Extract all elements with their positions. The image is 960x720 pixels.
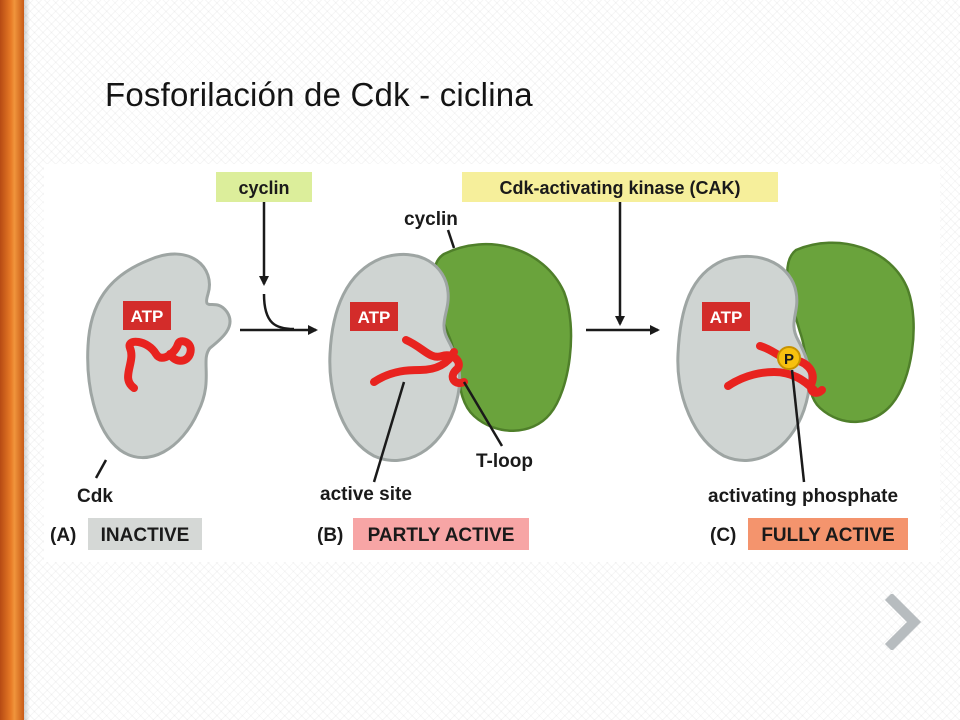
active-site-pointer bbox=[372, 381, 406, 483]
next-slide-button[interactable] bbox=[884, 592, 924, 652]
panel-b: ATP active site T-loop cyclin bbox=[320, 209, 573, 505]
state-box-a bbox=[88, 518, 202, 550]
atp-label-a: ATP bbox=[131, 307, 164, 326]
cyclin-label-b: cyclin bbox=[404, 209, 458, 230]
step-letter-a: (A) bbox=[50, 525, 76, 546]
panel-c: ATP P activating phosphate bbox=[676, 241, 915, 507]
side-accent-bar bbox=[0, 0, 24, 720]
step-letter-c: (C) bbox=[710, 525, 736, 546]
phosphate-pointer bbox=[790, 369, 806, 483]
phosphate-p-label: P bbox=[784, 351, 794, 368]
panel-a: ATP Cdk bbox=[77, 252, 232, 507]
t-loop-c bbox=[724, 342, 826, 397]
atp-box-a bbox=[123, 301, 171, 330]
state-text-c: FULLY ACTIVE bbox=[761, 525, 894, 546]
active-site-label: active site bbox=[320, 484, 412, 505]
cyclin-merge-curve bbox=[262, 293, 295, 331]
state-label-b: (B) PARTLY ACTIVE bbox=[317, 518, 529, 550]
chevron-right-icon bbox=[884, 592, 922, 652]
atp-label-b: ATP bbox=[358, 308, 391, 327]
step-letter-b: (B) bbox=[317, 525, 343, 546]
state-box-b bbox=[353, 518, 529, 550]
phosphate-circle bbox=[777, 346, 801, 370]
atp-box-c bbox=[702, 302, 750, 331]
tloop-label: T-loop bbox=[476, 451, 533, 472]
cyclin-input-label: cyclin bbox=[238, 178, 289, 198]
state-box-c bbox=[748, 518, 908, 550]
state-text-a: INACTIVE bbox=[101, 525, 190, 546]
cdk-cyclin-diagram: ATP Cdk cyclin ATP active site T-loop cy… bbox=[44, 164, 940, 562]
state-label-c: (C) FULLY ACTIVE bbox=[710, 518, 908, 550]
atp-label-c: ATP bbox=[710, 308, 743, 327]
cyclin-pointer bbox=[446, 229, 456, 249]
cdk-pointer-line bbox=[94, 459, 108, 479]
cak-input-box bbox=[462, 172, 778, 202]
cyclin-protein-b bbox=[432, 242, 573, 432]
t-loop-b bbox=[370, 336, 468, 387]
cyclin-input-box bbox=[216, 172, 312, 202]
slide-title: Fosforilación de Cdk - ciclina bbox=[105, 76, 533, 113]
t-loop-a bbox=[124, 337, 195, 392]
atp-box-b bbox=[350, 302, 398, 331]
state-label-a: (A) INACTIVE bbox=[50, 518, 202, 550]
cdk-label: Cdk bbox=[77, 486, 113, 507]
step-1-arrow: cyclin bbox=[216, 172, 318, 335]
side-accent-shadow bbox=[24, 0, 30, 720]
state-text-b: PARTLY ACTIVE bbox=[368, 525, 515, 546]
phosphate-label: activating phosphate bbox=[708, 486, 898, 507]
cak-input-label: Cdk-activating kinase (CAK) bbox=[499, 178, 740, 198]
cyclin-protein-c bbox=[786, 241, 915, 423]
step-2-arrow: Cdk-activating kinase (CAK) bbox=[462, 172, 778, 335]
tloop-pointer bbox=[462, 381, 504, 447]
